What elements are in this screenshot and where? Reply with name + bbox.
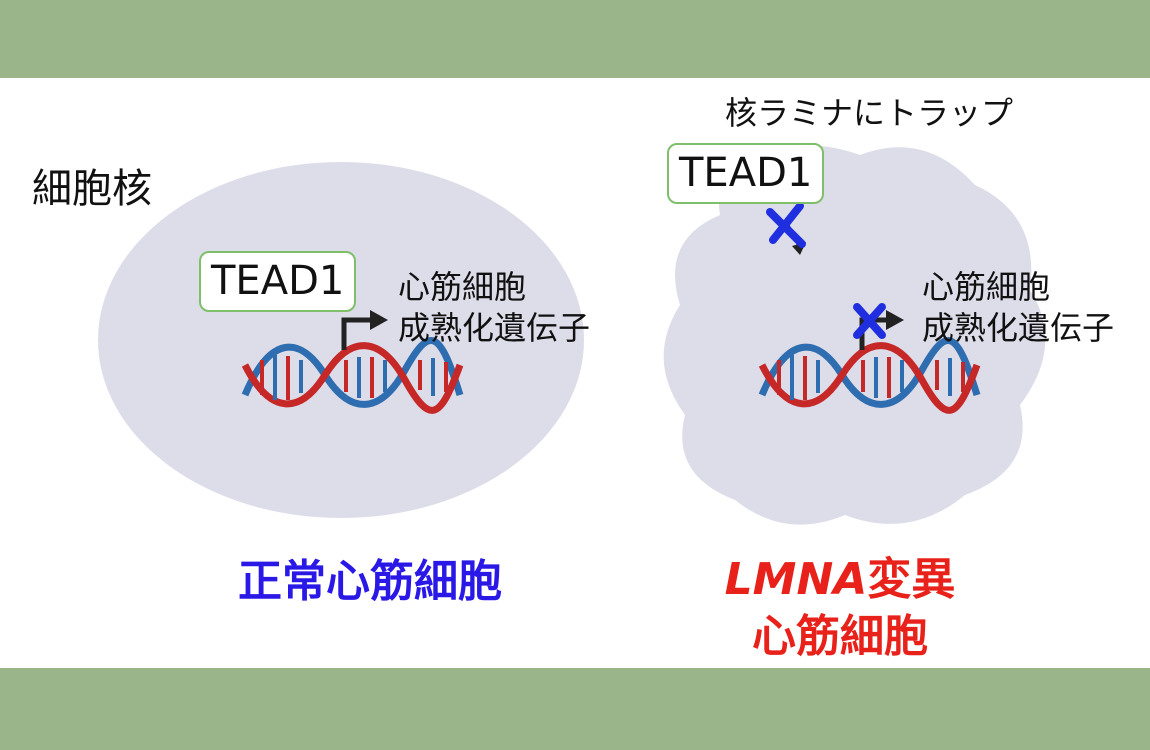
- transcription-arrow-icon: [859, 310, 904, 350]
- dna-helix-icon: [241, 337, 464, 414]
- block-x-icon: [853, 303, 886, 339]
- genes-label-mutant-line1: 心筋細胞: [922, 268, 1051, 306]
- genes-label-normal-line2: 成熟化遺伝子: [398, 309, 591, 347]
- caption-mutant-line2: 心筋細胞: [752, 611, 928, 662]
- top-band: [0, 0, 1150, 78]
- caption-mutant-line1: LMNA変異: [700, 543, 980, 607]
- tead1-box-mutant: TEAD1: [667, 143, 825, 204]
- tead1-box-normal: TEAD1: [199, 251, 357, 312]
- caption-mutant-suffix: 変異: [867, 554, 956, 605]
- genes-label-mutant-line2: 成熟化遺伝子: [922, 309, 1115, 347]
- caption-mutant-gene: LMNA: [724, 554, 868, 605]
- bottom-band: [0, 668, 1150, 750]
- dna-helix-icon: [758, 337, 981, 414]
- transcription-arrow-icon: [341, 310, 388, 350]
- lamina-trap-label: 核ラミナにトラップ: [725, 94, 1014, 132]
- caption-normal: 正常心筋細胞: [238, 556, 502, 607]
- block-x-icon: [766, 202, 806, 248]
- genes-label-normal-line1: 心筋細胞: [398, 268, 527, 306]
- nucleus-label: 細胞核: [32, 166, 152, 212]
